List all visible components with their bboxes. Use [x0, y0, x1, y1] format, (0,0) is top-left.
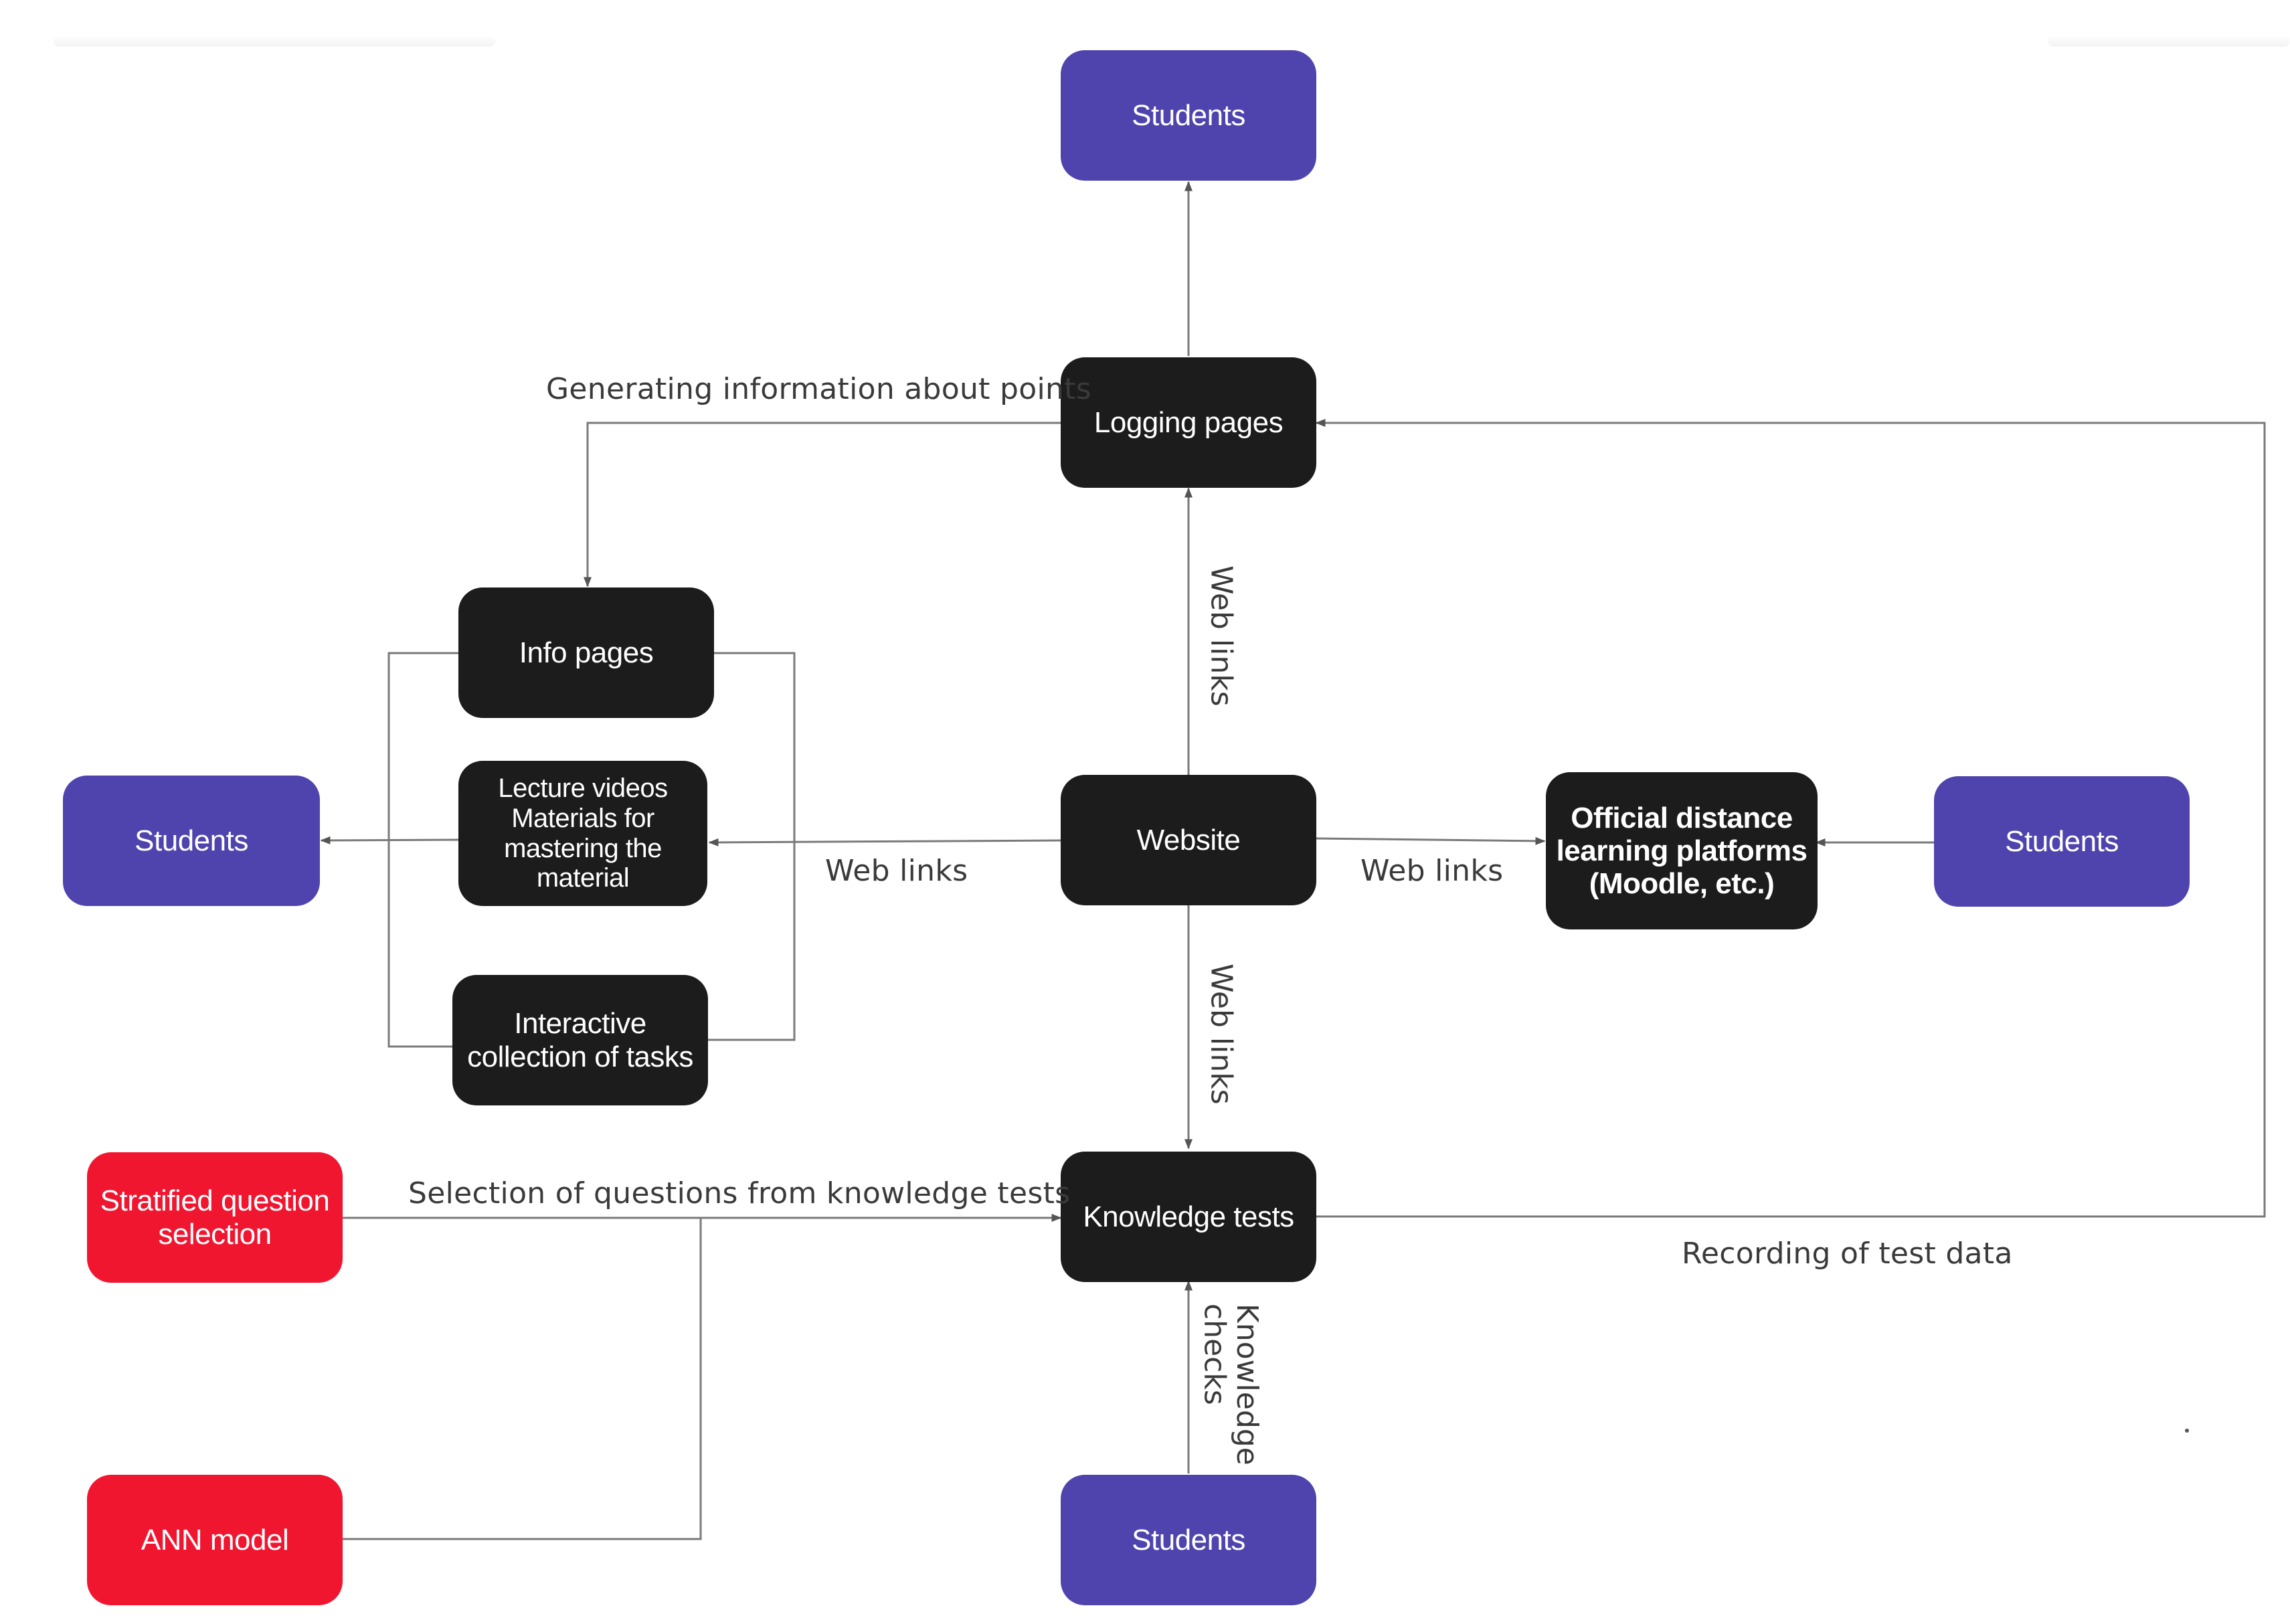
knowledge-tests-node: Knowledge tests — [1061, 1152, 1316, 1282]
label-generating-info: Generating information about points — [546, 372, 1091, 406]
label-web-links-right: Web links — [1360, 854, 1504, 888]
top-right-shadow — [2048, 35, 2290, 47]
students-top-node: Students — [1061, 50, 1316, 181]
label-knowledge-checks: Knowledge checks — [1197, 1303, 1264, 1465]
students-right-node: Students — [1934, 776, 2190, 907]
info-pages-node: Info pages — [458, 588, 714, 718]
edge-ann-to-join — [343, 1218, 702, 1540]
top-left-shadow — [54, 35, 495, 47]
stratified-selection-node: Stratified question selection — [87, 1152, 343, 1283]
website-node: Website — [1061, 775, 1316, 905]
edge-website-to-lecture — [708, 838, 1061, 846]
label-web-links-left: Web links — [825, 854, 968, 888]
ann-model-node: ANN model — [87, 1475, 343, 1605]
label-web-links-up: Web links — [1204, 565, 1239, 707]
lecture-videos-node: Lecture videos Materials for mastering t… — [458, 761, 707, 906]
stray-dot — [2185, 1429, 2189, 1433]
label-recording-test-data: Recording of test data — [1682, 1237, 2013, 1271]
bracket-right — [708, 652, 796, 1041]
label-selection-questions: Selection of questions from knowledge te… — [408, 1176, 1071, 1210]
interactive-tasks-node: Interactive collection of tasks — [452, 975, 708, 1105]
edge-website-to-official — [1316, 836, 1546, 845]
edge-logging-to-info — [584, 422, 1061, 588]
students-bottom-node: Students — [1061, 1475, 1316, 1605]
official-platforms-node: Official distance learning platforms (Mo… — [1546, 772, 1818, 929]
bracket-left — [387, 652, 458, 1048]
logging-pages-node: Logging pages — [1061, 357, 1316, 488]
edge-knowledge-to-logging — [1315, 419, 2266, 1218]
students-left-node: Students — [63, 776, 320, 906]
label-web-links-down: Web links — [1204, 964, 1239, 1105]
